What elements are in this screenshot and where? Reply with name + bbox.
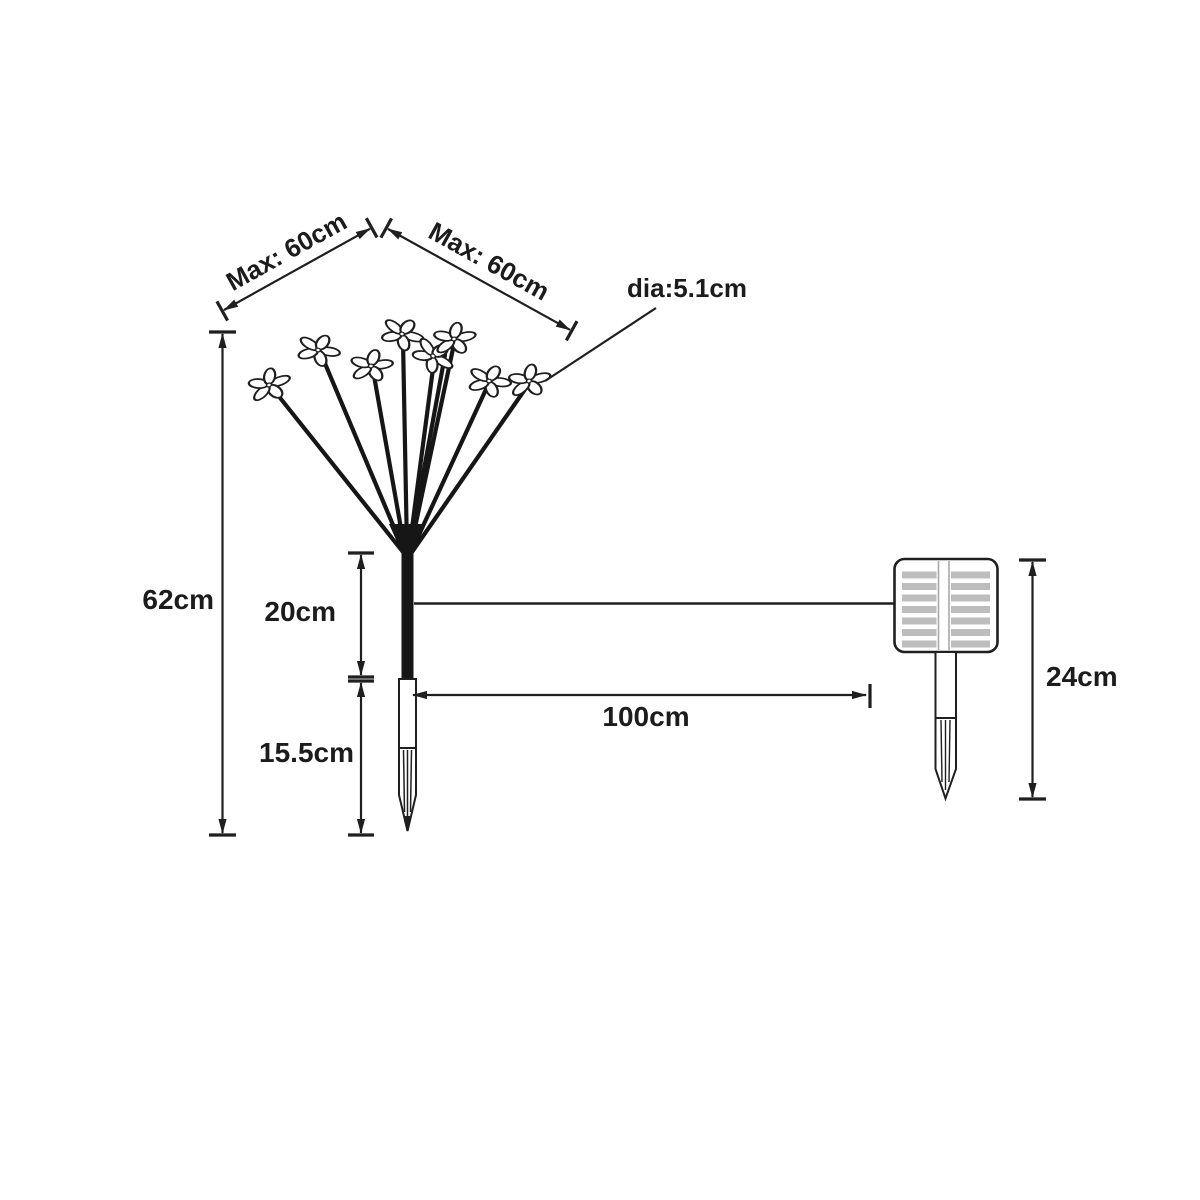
blossom-icons [242,311,556,409]
label-total-height: 62cm [142,584,214,615]
blossom-icon [465,361,514,401]
solar-cells [902,561,990,650]
label-max-spread-left: Max: 60cm [221,206,352,297]
label-stem-height: 20cm [264,596,336,627]
dim-total-height: 62cm [142,330,236,837]
blossom-icon [293,329,344,371]
dim-panel-height: 24cm [1019,558,1118,801]
solar-panel-assembly [414,557,999,802]
dim-flower-diameter: dia:5.1cm [544,273,747,382]
panel-ground-stake [934,651,957,802]
stem-flare [389,524,426,552]
blossom-icon [376,311,429,357]
main-stem [401,546,414,680]
ground-stake [398,678,417,832]
label-panel-height: 24cm [1046,661,1118,692]
label-max-spread-right: Max: 60cm [424,216,555,307]
dim-stake-height: 15.5cm [259,679,374,837]
light-stems [270,337,531,555]
label-flower-diameter: dia:5.1cm [627,273,747,303]
dim-max-spread-right: Max: 60cm [379,216,579,342]
flower-light-assembly [242,311,556,832]
label-cable-length: 100cm [602,701,689,732]
blossom-icon [346,345,397,387]
dim-cable-length: 100cm [412,684,872,732]
dim-stem-height: 20cm [264,551,374,679]
dim-max-spread-left: Max: 60cm [215,206,379,322]
blossom-icon [242,360,297,409]
label-stake-height: 15.5cm [259,737,354,768]
